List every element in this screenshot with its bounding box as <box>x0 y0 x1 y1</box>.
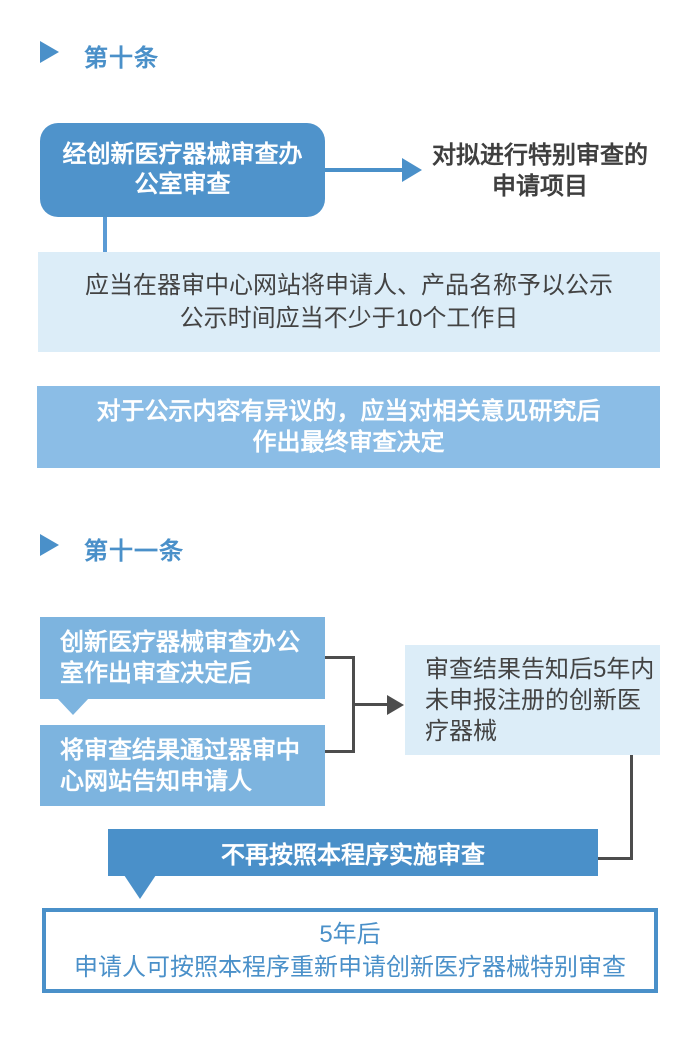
source-box-line2: 公室审查 <box>134 171 231 198</box>
article11-notify-box: 将审查结果通过器审中 心网站告知申请人 <box>40 725 325 806</box>
result-box-line3: 疗器械 <box>425 717 497 745</box>
article11-no-review-box: 不再按照本程序实施审查 <box>108 829 598 876</box>
objection-box-line2: 作出最终审查决定 <box>252 429 445 456</box>
notify-box-line2: 心网站告知申请人 <box>60 767 252 795</box>
section-marker-icon <box>40 41 59 63</box>
connector-line-vertical <box>103 217 107 253</box>
no-review-box-label: 不再按照本程序实施审查 <box>221 842 485 869</box>
arrow-right-icon <box>402 158 422 182</box>
decision-box-line1: 创新医疗器械审查办公 <box>60 629 300 656</box>
reapply-box-line2: 申请人可按照本程序重新申请创新医疗器械特别审查 <box>74 953 626 981</box>
connector-line-horizontal <box>598 857 633 860</box>
connector-line-horizontal <box>325 656 355 659</box>
publicity-box-line1: 应当在器审中心网站将申请人、产品名称予以公示 <box>85 272 613 299</box>
result-box-line1: 审查结果告知后5年内 <box>425 655 655 683</box>
decision-box-line2: 室作出审查决定后 <box>60 660 252 687</box>
objection-box-line1: 对于公示内容有异议的，应当对相关意见研究后 <box>96 398 601 425</box>
article11-heading: 第十一条 <box>84 538 184 565</box>
target-text-line1: 对拟进行特别审查的 <box>432 142 648 169</box>
article10-source-box: 经创新医疗器械审查办 公室审查 <box>40 123 325 217</box>
reapply-box-line1: 5年后 <box>319 920 381 948</box>
connector-line-vertical <box>630 755 633 860</box>
arrow-shaft <box>325 168 405 172</box>
notify-box-line1: 将审查结果通过器审中 <box>60 736 300 764</box>
publicity-box-line2: 公示时间应当不少于10个工作日 <box>179 305 519 332</box>
article10-target-text: 对拟进行特别审查的 申请项目 <box>415 140 665 202</box>
article10-publicity-box: 应当在器审中心网站将申请人、产品名称予以公示 公示时间应当不少于10个工作日 <box>38 252 660 352</box>
arrow-right-icon <box>387 695 404 715</box>
arrow-shaft <box>352 703 389 706</box>
article10-objection-box: 对于公示内容有异议的，应当对相关意见研究后 作出最终审查决定 <box>37 386 660 468</box>
article11-decision-box: 创新医疗器械审查办公 室作出审查决定后 <box>40 617 325 699</box>
article11-reapply-box: 5年后 申请人可按照本程序重新申请创新医疗器械特别审查 <box>42 908 658 993</box>
article10-heading: 第十条 <box>84 45 159 72</box>
pointer-down-icon <box>57 698 89 715</box>
result-box-line2: 未申报注册的创新医 <box>425 686 641 714</box>
pointer-down-icon <box>124 875 156 899</box>
source-box-line1: 经创新医疗器械审查办 <box>62 141 303 168</box>
connector-line-horizontal <box>325 750 355 753</box>
target-text-line2: 申请项目 <box>492 173 588 200</box>
section-marker-icon <box>40 534 59 556</box>
article11-result-box: 审查结果告知后5年内 未申报注册的创新医 疗器械 <box>405 645 660 755</box>
